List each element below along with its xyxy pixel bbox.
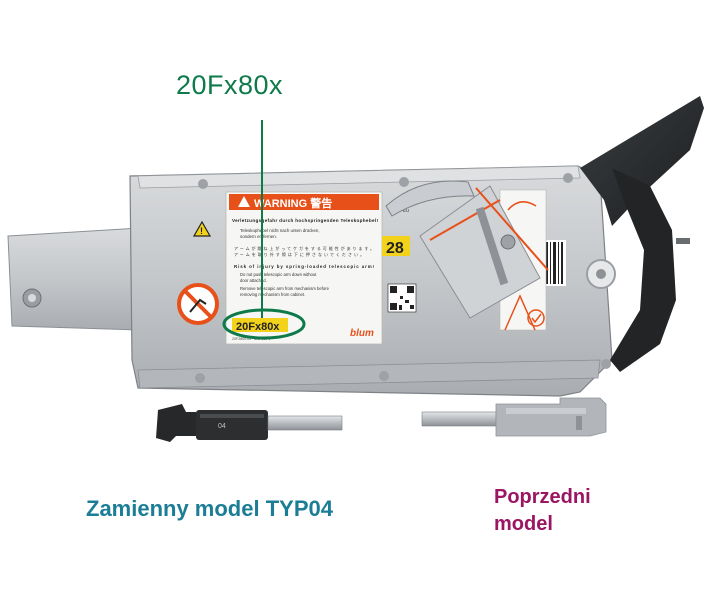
- barcode: [544, 240, 566, 286]
- sticker-de-line1: Teleskophebel nicht nach unten drücken,: [240, 228, 320, 233]
- left-mounting-plate: [7, 227, 141, 331]
- warning-sticker: WARNING 警告 Verletzungsgefahr durch hochs…: [177, 189, 566, 345]
- sticker-de-heading: Verletzungsgefahr durch hochspringenden …: [232, 218, 378, 223]
- previous-part: [421, 397, 607, 437]
- sticker-jp-line1: アームが跳ね上がってケガをする可能性があります。: [234, 245, 374, 251]
- sticker-en-line1: Do not push telescopic arm down without: [240, 272, 317, 277]
- part-black-grip: [156, 404, 196, 442]
- sticker-jp-line2: アームを取り外す際は下に押さないでください。: [234, 251, 364, 257]
- prohibition-icon: [177, 283, 219, 325]
- dark-lever-arm: [580, 96, 704, 226]
- caption-replacement-model: Zamienny model TYP04: [86, 496, 333, 521]
- number-badge: [382, 236, 410, 256]
- replacement-part-typ04: 04: [156, 404, 343, 442]
- qr-code: [387, 283, 417, 313]
- sticker-en-line2: door attached.: [240, 278, 267, 283]
- telescopic-slide: [385, 180, 549, 319]
- svg-text:!: !: [200, 226, 203, 236]
- caption-previous-model: Poprzedni model: [494, 484, 634, 538]
- hazard-triangle-icon: !: [192, 220, 212, 237]
- callout-ellipse: [222, 308, 306, 340]
- part-code-box: [232, 318, 288, 332]
- previous-part-pin: [421, 411, 497, 427]
- sticker-en-line3: Remove telescopic arm from mechanism bef…: [240, 286, 330, 291]
- number-text: 28: [386, 240, 404, 257]
- part-steel-pin: [267, 415, 343, 431]
- part-code-annotation: 20Fx80x: [176, 70, 284, 100]
- caption-previous-line2: model: [494, 513, 553, 535]
- part-left-label: 04: [218, 423, 226, 430]
- sticker-de-line2: sondern entfernen.: [240, 234, 277, 239]
- dark-end-cap: [610, 168, 676, 372]
- warning-title: WARNING 警告: [254, 196, 332, 210]
- warning-banner: [229, 194, 379, 210]
- sticker-en-heading: Risk of injury by spring-loaded telescop…: [234, 264, 375, 269]
- part-code-text: 20Fx80x: [236, 321, 280, 333]
- previous-part-grey-body: [495, 397, 607, 437]
- sticker-en-line4: removing mechanism from cabinet.: [240, 292, 305, 297]
- brand-text: blum: [350, 328, 374, 339]
- caption-previous-line1: Poprzedni: [494, 486, 591, 508]
- small-code: 20F2800.05 · 898 580 1: [232, 337, 270, 341]
